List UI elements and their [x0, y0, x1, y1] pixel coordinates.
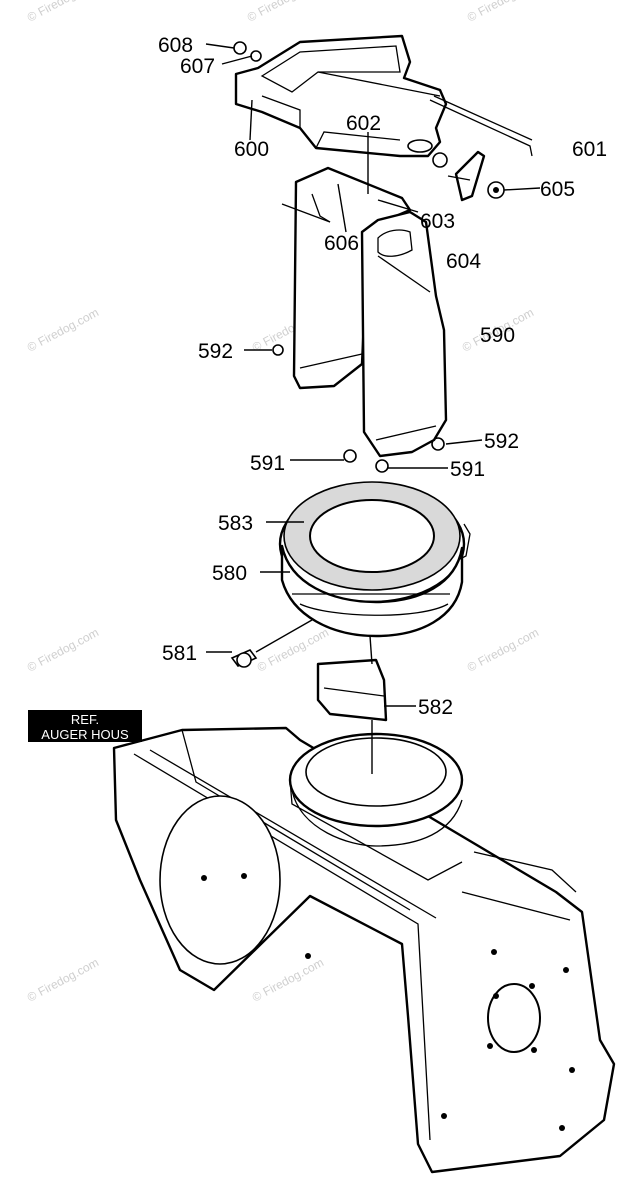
chute-ring-part [278, 481, 471, 638]
callout-606: 606 [324, 232, 359, 255]
bracket-part [447, 150, 486, 202]
callout-603: 603 [420, 210, 455, 233]
callout-607: 607 [180, 55, 215, 78]
reference-box-line2: AUGER HOUS [41, 727, 129, 742]
callout-592: 592 [484, 430, 519, 453]
auger-housing-part [112, 726, 616, 1174]
callout-labels: 608 607 600 602 601 605 603 606 604 590 … [158, 34, 607, 719]
watermark: © Firedog.com [25, 0, 101, 25]
callout-602: 602 [346, 112, 381, 135]
callout-604: 604 [446, 250, 481, 273]
watermark: © Firedog.com [465, 0, 541, 25]
reference-box-line1: REF. [71, 712, 99, 727]
callout-580: 580 [212, 562, 247, 585]
control-rod-part [429, 95, 533, 157]
watermark: © Firedog.com [250, 955, 326, 1004]
watermark: © Firedog.com [25, 305, 101, 354]
callout-583: 583 [218, 512, 253, 535]
callout-591: 591 [450, 458, 485, 481]
callout-592: 592 [198, 340, 233, 363]
callout-601: 601 [572, 138, 607, 161]
leader-lines [205, 43, 541, 774]
callout-590: 590 [480, 324, 515, 347]
callout-582: 582 [418, 696, 453, 719]
chute-deflector-part [234, 34, 448, 158]
upper-chute-part [360, 210, 448, 458]
watermark: © Firedog.com [465, 625, 541, 674]
callout-600: 600 [234, 138, 269, 161]
watermark: © Firedog.com [25, 625, 101, 674]
callout-608: 608 [158, 34, 193, 57]
callout-605: 605 [540, 178, 575, 201]
callout-581: 581 [162, 642, 197, 665]
watermark: © Firedog.com [25, 955, 101, 1004]
watermark: © Firedog.com [245, 0, 321, 25]
reference-box: REF. AUGER HOUS [28, 710, 142, 742]
callout-591: 591 [250, 452, 285, 475]
chute-lower-part [316, 658, 388, 722]
